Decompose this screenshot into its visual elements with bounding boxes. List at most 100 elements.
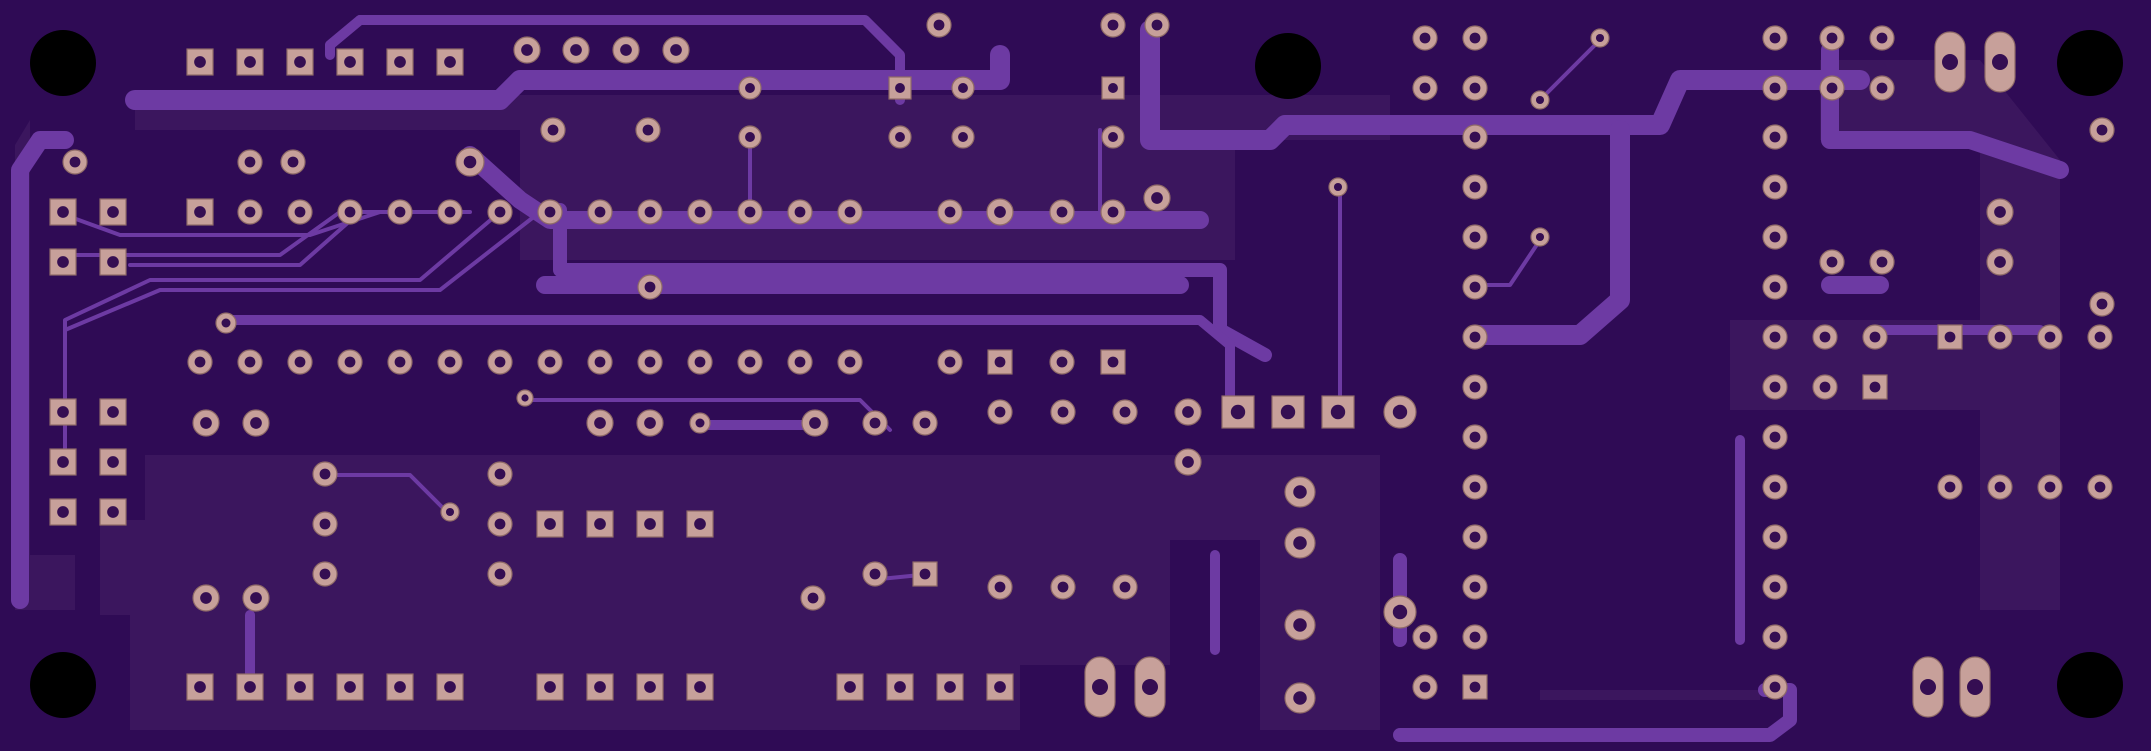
- round-pad: [1462, 174, 1488, 200]
- slot-pad: [1912, 656, 1944, 718]
- square-pad: [686, 510, 714, 538]
- mounting-hole: [30, 652, 96, 718]
- square-pad: [99, 398, 127, 426]
- slot-pad: [1934, 31, 1966, 93]
- square-pad: [49, 398, 77, 426]
- round-pad: [738, 76, 762, 100]
- round-pad: [637, 274, 663, 300]
- round-pad: [689, 412, 711, 434]
- round-pad: [2037, 474, 2063, 500]
- round-pad: [1412, 674, 1438, 700]
- square-pad: [1937, 324, 1963, 350]
- round-pad: [440, 502, 460, 522]
- round-pad: [1050, 399, 1076, 425]
- square-pad: [1271, 395, 1305, 429]
- round-pad: [192, 584, 220, 612]
- mounting-hole: [30, 30, 96, 96]
- square-pad: [49, 198, 77, 226]
- square-pad: [49, 448, 77, 476]
- mounting-holes: [30, 30, 2123, 718]
- round-pad: [888, 125, 912, 149]
- round-pad: [487, 349, 513, 375]
- square-pad: [236, 673, 264, 701]
- square-pad: [986, 673, 1014, 701]
- round-pad: [1174, 398, 1202, 426]
- round-pad: [215, 312, 237, 334]
- round-pad: [862, 561, 888, 587]
- round-pad: [1819, 25, 1845, 51]
- square-pad: [586, 673, 614, 701]
- round-pad: [1462, 224, 1488, 250]
- round-pad: [1284, 476, 1316, 508]
- square-pad: [99, 498, 127, 526]
- square-pad: [1221, 395, 1255, 429]
- round-pad: [487, 561, 513, 587]
- mounting-hole: [2057, 652, 2123, 718]
- round-pad: [337, 199, 363, 225]
- round-pad: [937, 349, 963, 375]
- round-pad: [986, 198, 1014, 226]
- round-pad: [2089, 291, 2115, 317]
- round-pad: [437, 199, 463, 225]
- round-pad: [237, 349, 263, 375]
- square-pad: [186, 673, 214, 701]
- square-pad: [836, 673, 864, 701]
- round-pad: [926, 12, 952, 38]
- round-pad: [1112, 574, 1138, 600]
- round-pad: [951, 125, 975, 149]
- round-pad: [1462, 524, 1488, 550]
- round-pad: [387, 199, 413, 225]
- round-pad: [337, 349, 363, 375]
- round-pad: [1987, 474, 2013, 500]
- round-pad: [787, 199, 813, 225]
- round-pad: [1862, 324, 1888, 350]
- round-pad: [636, 409, 664, 437]
- round-pad: [242, 584, 270, 612]
- slot-pad: [1959, 656, 1991, 718]
- round-pad: [1462, 25, 1488, 51]
- round-pad: [62, 149, 88, 175]
- square-pad: [888, 76, 912, 100]
- round-pad: [1987, 324, 2013, 350]
- round-pad: [612, 36, 640, 64]
- round-pad: [1101, 125, 1125, 149]
- square-pad: [436, 48, 464, 76]
- square-pad: [536, 673, 564, 701]
- slot-pad-layer: [1084, 31, 2016, 718]
- round-pad: [1762, 674, 1788, 700]
- square-pad: [386, 673, 414, 701]
- round-pad: [787, 349, 813, 375]
- round-pad: [1284, 682, 1316, 714]
- round-pad: [1383, 395, 1417, 429]
- round-pad: [516, 389, 534, 407]
- round-pad: [2087, 324, 2113, 350]
- round-pad: [1049, 199, 1075, 225]
- round-pad: [487, 461, 513, 487]
- round-pad: [1762, 224, 1788, 250]
- round-pad: [312, 561, 338, 587]
- round-pad: [237, 199, 263, 225]
- square-pad: [1462, 674, 1488, 700]
- mounting-hole: [2057, 30, 2123, 96]
- round-pad: [1143, 184, 1171, 212]
- square-pad: [1101, 76, 1125, 100]
- round-pad: [562, 36, 590, 64]
- square-pad: [536, 510, 564, 538]
- square-pad: [99, 248, 127, 276]
- round-pad: [1762, 574, 1788, 600]
- round-pad: [455, 147, 485, 177]
- round-pad: [1869, 25, 1895, 51]
- round-pad: [2089, 117, 2115, 143]
- square-pad: [49, 498, 77, 526]
- round-pad: [1530, 90, 1550, 110]
- round-pad: [1762, 424, 1788, 450]
- slot-pad: [1084, 656, 1116, 718]
- round-pad: [1100, 199, 1126, 225]
- round-pad: [1762, 25, 1788, 51]
- round-pad: [1462, 474, 1488, 500]
- round-pad: [237, 149, 263, 175]
- round-pad: [1762, 75, 1788, 101]
- round-pad: [280, 149, 306, 175]
- round-pad: [586, 409, 614, 437]
